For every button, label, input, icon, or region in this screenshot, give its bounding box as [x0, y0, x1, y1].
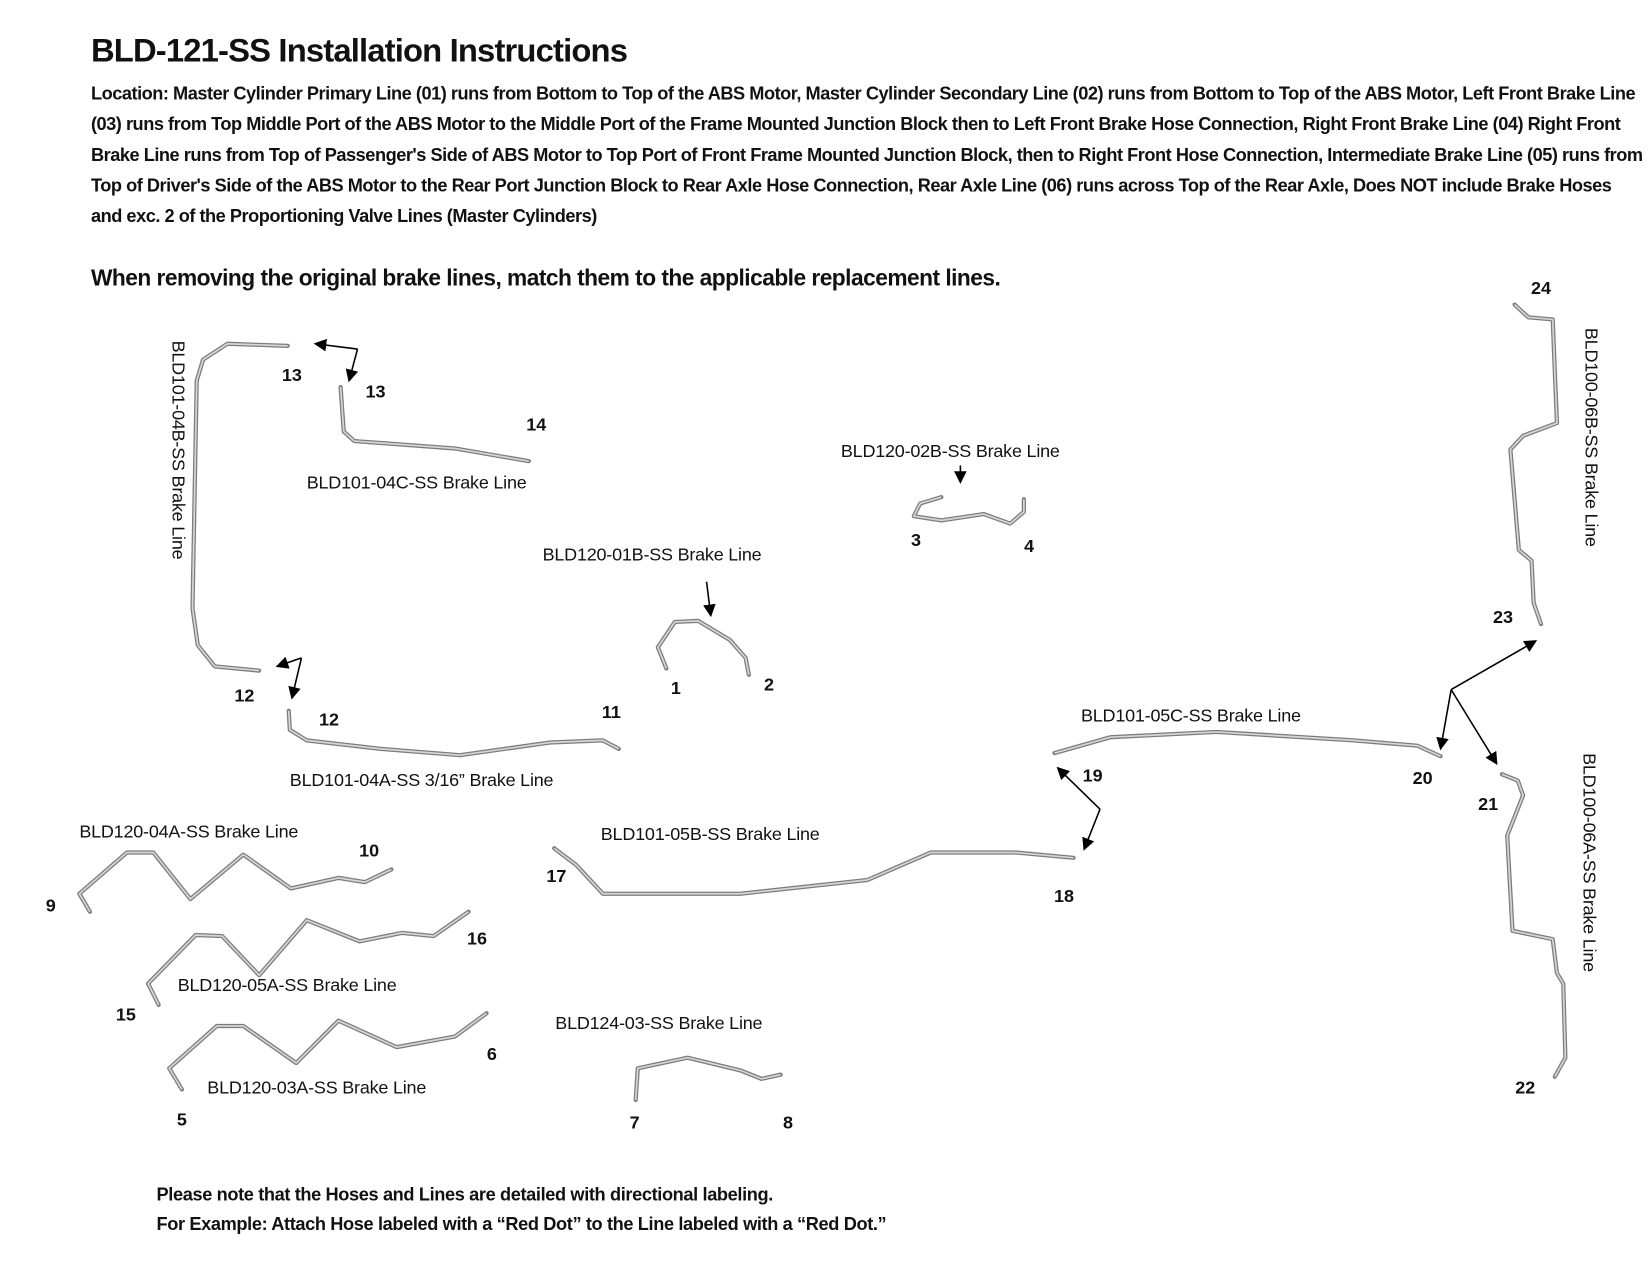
brake-line-02b: [911, 495, 1026, 526]
port-number: 7: [629, 1112, 640, 1133]
brake-line-04c: [338, 385, 531, 464]
footer-note-1: Please note that the Hoses and Lines are…: [156, 1183, 774, 1205]
port-number: 16: [467, 928, 488, 949]
port-number: 18: [1054, 886, 1075, 907]
port-number: 24: [1531, 278, 1552, 299]
brake-line-04b: [190, 341, 290, 673]
label-bld101-04a: BLD101-04A-SS 3/16” Brake Line: [289, 770, 554, 791]
brake-line-06a: [1499, 772, 1568, 1079]
brake-line-01b: [655, 618, 751, 677]
label-bld100-06b: BLD100-06B-SS Brake Line: [1581, 327, 1602, 547]
brake-line-04a: [286, 708, 621, 758]
port-number: 19: [1082, 765, 1103, 786]
port-number: 3: [910, 529, 921, 551]
page-title: BLD-121-SS Installation Instructions: [90, 31, 628, 69]
port-number: 11: [601, 702, 621, 723]
label-bld100-06a: BLD100-06A-SS Brake Line: [1579, 753, 1600, 972]
brake-line-120-03a: [167, 1011, 489, 1092]
port-number: 8: [782, 1112, 793, 1133]
brake-line-120-04a: [77, 850, 394, 914]
port-number: 17: [546, 866, 567, 887]
label-bld101-04c: BLD101-04C-SS Brake Line: [306, 472, 527, 493]
port-number: 13: [365, 381, 386, 402]
label-bld101-04b: BLD101-04B-SS Brake Line: [168, 340, 189, 560]
port-number: 14: [526, 414, 547, 435]
label-bld120-05a: BLD120-05A-SS Brake Line: [177, 975, 397, 996]
label-bld120-02b: BLD120-02B-SS Brake Line: [840, 441, 1060, 462]
port-number: 1: [670, 677, 681, 699]
pointer-arrows: [275, 338, 1538, 851]
label-bld120-03a: BLD120-03A-SS Brake Line: [207, 1077, 427, 1098]
port-number: 6: [486, 1043, 497, 1065]
port-number: 23: [1492, 607, 1513, 628]
brake-line-120-05a: [145, 909, 471, 1007]
port-number: 10: [359, 840, 380, 861]
label-bld124-03: BLD124-03-SS Brake Line: [555, 1013, 763, 1034]
port-number: 12: [318, 709, 339, 730]
port-number: 22: [1515, 1077, 1536, 1098]
port-number: 12: [234, 685, 255, 706]
port-number: 13: [281, 364, 302, 386]
label-bld120-01b: BLD120-01B-SS Brake Line: [542, 544, 762, 565]
instruction-note: When removing the original brake lines, …: [90, 265, 1001, 291]
location-description: Location: Master Cylinder Primary Line (…: [90, 82, 1643, 227]
port-number: 20: [1412, 767, 1433, 788]
brake-line-06b: [1508, 302, 1560, 627]
port-number: 9: [45, 895, 56, 916]
brake-line-05c: [1052, 729, 1443, 759]
label-bld101-05c: BLD101-05C-SS Brake Line: [1080, 705, 1301, 726]
port-number: 15: [115, 1004, 136, 1025]
footer-note-2: For Example: Attach Hose labeled with a …: [156, 1213, 887, 1235]
port-number: 21: [1478, 794, 1499, 815]
brake-line-124-03: [633, 1055, 783, 1103]
label-bld120-04a: BLD120-04A-SS Brake Line: [79, 821, 299, 842]
label-bld101-05b: BLD101-05B-SS Brake Line: [600, 823, 820, 845]
port-number: 4: [1024, 536, 1035, 557]
port-number: 5: [176, 1109, 187, 1130]
port-number: 2: [763, 674, 774, 695]
brake-line-05b: [552, 846, 1076, 896]
